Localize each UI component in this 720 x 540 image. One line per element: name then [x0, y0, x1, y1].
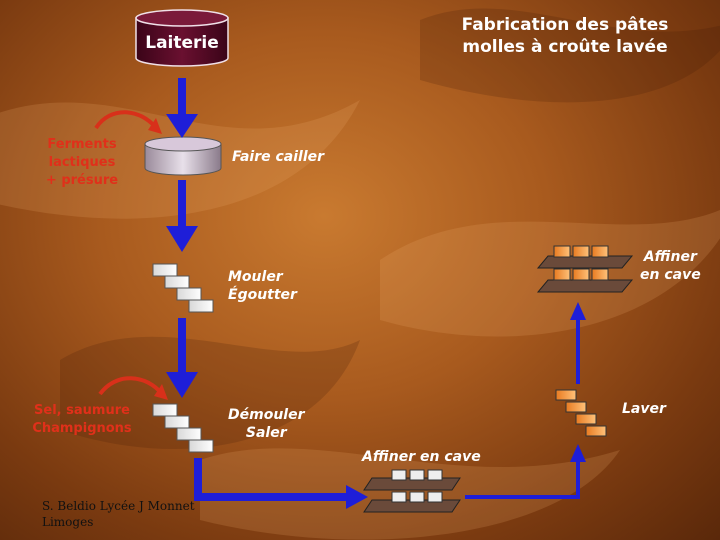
step-mouler-egoutter: Mouler Égoutter	[228, 269, 297, 303]
step-affiner-cave-2: Affiner en cave	[640, 249, 701, 283]
arrow-moulding-to-salting	[166, 318, 198, 398]
input-salt-label: Sel, saumure Champignons	[32, 403, 132, 436]
laiterie-tank	[135, 9, 229, 67]
page-title: Fabrication des pâtes molles à croûte la…	[461, 15, 669, 57]
moulds-stack	[152, 263, 214, 313]
arrow-salting-to-cave	[194, 458, 368, 509]
washed-cheeses	[555, 389, 607, 437]
arrow-washing-to-final-cave	[570, 302, 586, 384]
curved-arrow-ferments	[94, 110, 162, 134]
step-faire-cailler: Faire cailler	[232, 149, 325, 165]
arrow-vat-to-moulding	[166, 180, 198, 252]
cheeses-salting	[152, 403, 214, 453]
cave-shelves-final	[536, 245, 634, 293]
step-demouler-saler: Démouler Saler	[228, 407, 305, 441]
arrow-cave-to-washing	[465, 444, 586, 499]
curdling-vat	[144, 136, 222, 176]
input-ferments-label: Ferments lactiques + présure	[45, 137, 119, 188]
arrow-laiterie-to-vat	[166, 78, 198, 138]
laiterie-label: Laiterie	[145, 33, 219, 53]
step-affiner-cave-1: Affiner en cave	[362, 449, 481, 465]
cave-shelves-bottom	[363, 469, 461, 513]
curved-arrow-salt	[98, 376, 168, 400]
credit-text: S. Beldio Lycée J Monnet Limoges	[42, 499, 195, 529]
step-laver: Laver	[622, 401, 666, 417]
